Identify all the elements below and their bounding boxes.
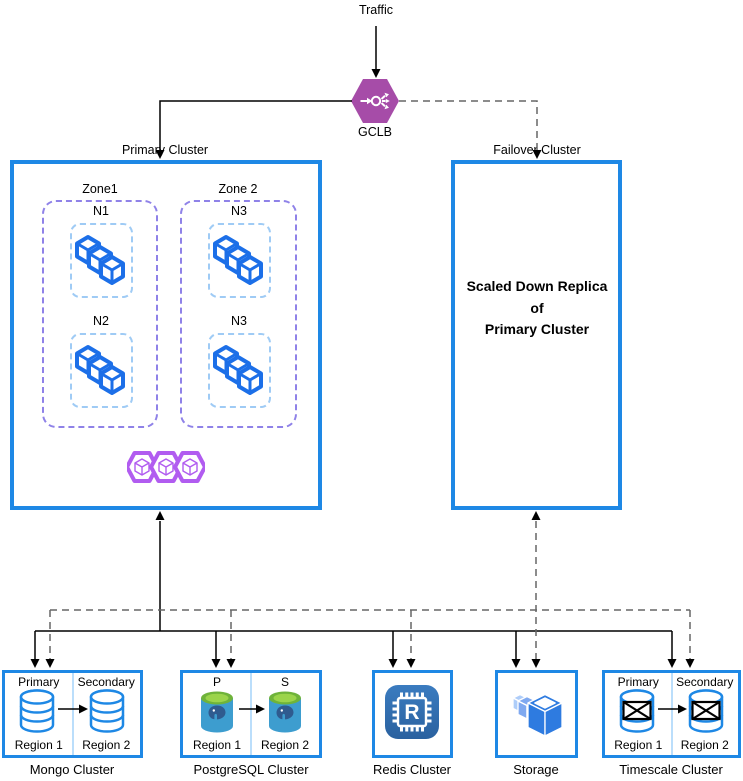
load-balancer-icon xyxy=(360,92,390,110)
postgresql-icon xyxy=(269,691,301,733)
pods-cubes-icon xyxy=(213,345,263,395)
timescale-region2-label: Region 2 xyxy=(680,738,729,752)
node-n3a-label: N3 xyxy=(231,204,247,218)
database-cylinder-icon xyxy=(19,689,55,733)
database-cylinder-icon xyxy=(89,689,125,733)
cell-divider xyxy=(250,673,252,755)
mongo-cluster-label: Mongo Cluster xyxy=(29,762,115,777)
redis-letter: R xyxy=(404,701,419,724)
kubernetes-cluster-icon xyxy=(127,451,205,483)
mongo-region2-label: Region 2 xyxy=(82,738,131,752)
zone2-box xyxy=(180,200,297,428)
primary-cluster-label: Primary Cluster xyxy=(121,143,209,157)
cell-divider xyxy=(71,673,74,755)
failover-text-line2: of xyxy=(530,299,544,316)
node-n3a-box xyxy=(208,223,271,298)
postgres-region1-label: Region 1 xyxy=(192,738,242,752)
node-n1-label: N1 xyxy=(93,204,109,218)
zone1-box xyxy=(42,200,158,428)
failover-text-line1: Scaled Down Replica xyxy=(466,278,608,294)
gclb-label: GCLB xyxy=(357,125,393,139)
failover-text-line3: Primary Cluster xyxy=(484,321,590,338)
pods-cubes-icon xyxy=(75,345,125,395)
cell-divider xyxy=(670,673,673,755)
storage-boxes-icon xyxy=(512,693,563,737)
failover-cluster-description: Scaled Down Replica of Primary Cluster xyxy=(452,276,622,341)
crossed-database-icon xyxy=(688,689,724,733)
timescale-region1-label: Region 1 xyxy=(614,738,663,752)
postgresql-cluster-label: PostgreSQL Cluster xyxy=(193,762,309,777)
postgres-secondary-title: S xyxy=(280,675,289,689)
pods-cubes-icon xyxy=(75,235,125,285)
postgres-primary-title: P xyxy=(212,675,221,689)
mongo-primary-title: Primary xyxy=(18,675,60,689)
crossed-database-icon xyxy=(619,689,655,733)
redis-cluster-label: Redis Cluster xyxy=(372,762,452,777)
pods-cubes-icon xyxy=(213,235,263,285)
postgresql-icon xyxy=(201,691,233,733)
failover-cluster-label: Failover Cluster xyxy=(493,143,581,157)
node-n2-label: N2 xyxy=(93,314,109,328)
node-n3b-box xyxy=(208,333,271,408)
timescale-secondary-title: Secondary xyxy=(676,675,734,689)
storage-label: Storage xyxy=(513,762,559,777)
zone2-label: Zone 2 xyxy=(218,182,258,196)
zone1-label: Zone1 xyxy=(82,182,118,196)
node-n1-box xyxy=(70,223,133,298)
mongo-secondary-title: Secondary xyxy=(77,675,135,689)
gclb-node[interactable] xyxy=(351,79,399,123)
postgres-region2-label: Region 2 xyxy=(260,738,310,752)
traffic-label: Traffic xyxy=(358,3,394,17)
timescale-primary-title: Primary xyxy=(617,675,659,689)
node-n2-box xyxy=(70,333,133,408)
mongo-region1-label: Region 1 xyxy=(14,738,63,752)
timescale-cluster-label: Timescale Cluster xyxy=(619,762,723,777)
failover-cluster-box[interactable] xyxy=(451,160,622,510)
node-n3b-label: N3 xyxy=(231,314,247,328)
redis-chip-icon: R xyxy=(385,685,439,739)
